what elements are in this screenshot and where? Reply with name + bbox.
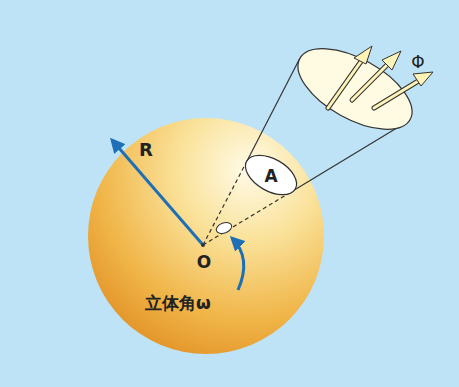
- solid-angle-label: 立体角ω: [145, 295, 211, 312]
- angle-mark: [215, 221, 233, 236]
- cone-edge: [296, 120, 410, 189]
- flux-disc: [285, 32, 424, 146]
- radius-arrow: [112, 140, 203, 245]
- flux-label: Φ: [411, 54, 424, 71]
- center-point: [201, 243, 205, 247]
- surface-area-disc: [239, 147, 303, 203]
- radius-label: R: [139, 141, 153, 159]
- center-label: O: [197, 254, 211, 271]
- area-label: A: [264, 168, 277, 185]
- angle-pointer: [232, 238, 244, 290]
- cone-edge: [203, 161, 247, 245]
- cone-edge: [203, 189, 296, 245]
- cone-edge: [247, 58, 300, 161]
- flux-arrows: [328, 46, 433, 108]
- sphere: [88, 118, 324, 354]
